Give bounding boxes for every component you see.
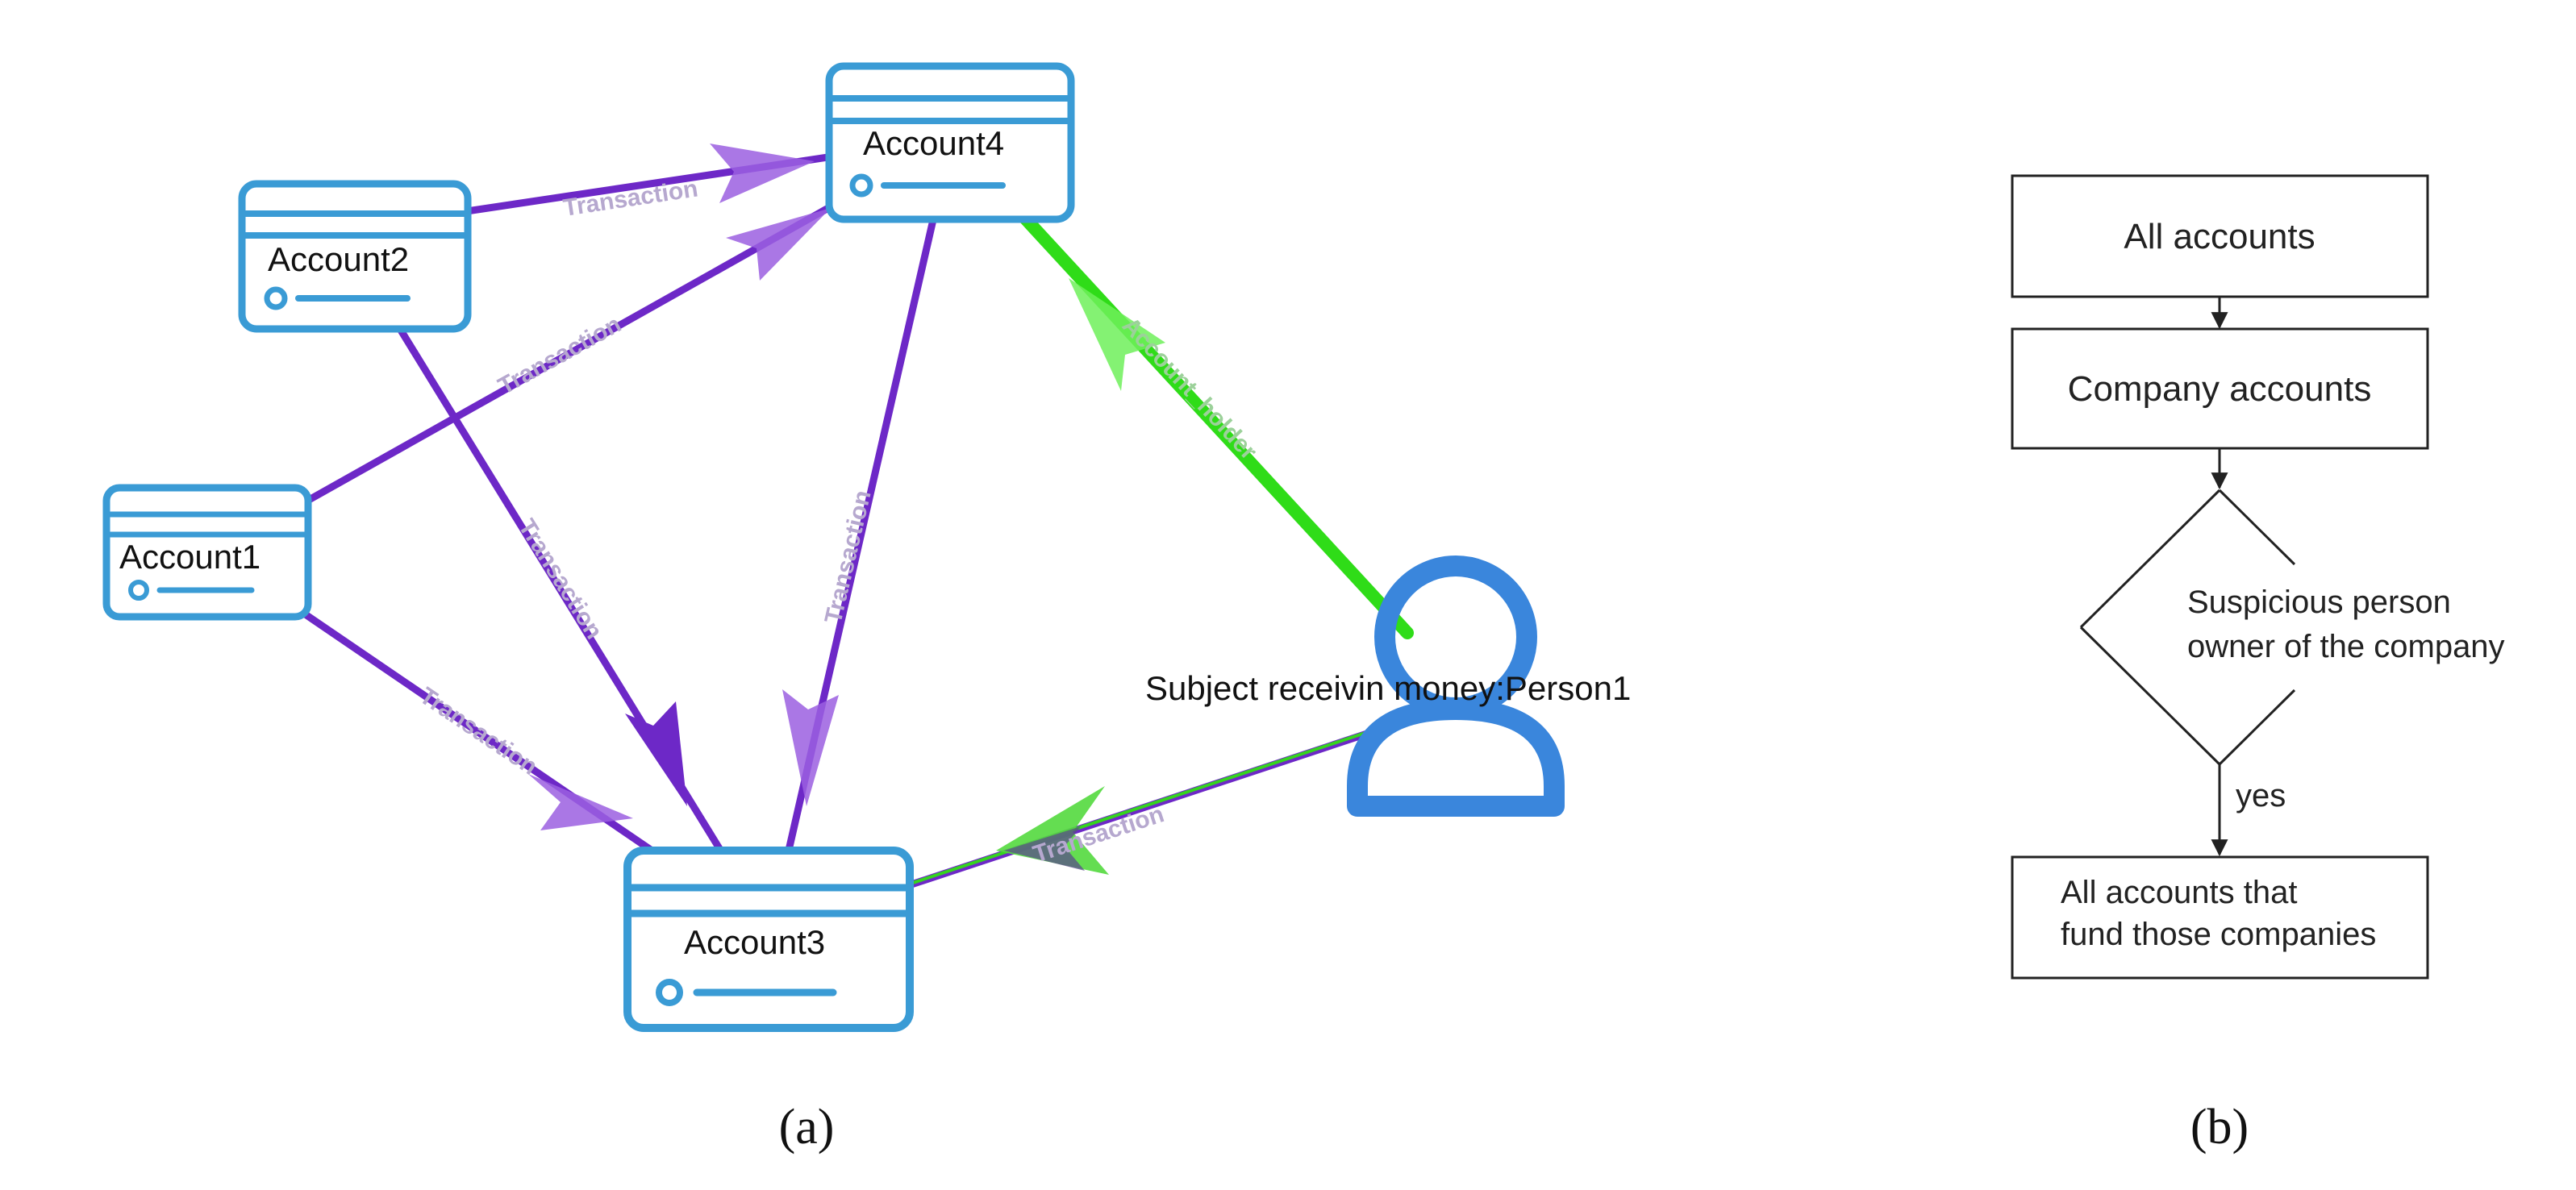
arrowhead-account4-account3: [782, 689, 839, 806]
node-person1[interactable]: Subject receivin money:Person1: [1145, 555, 1631, 817]
arrowheads: [528, 144, 1165, 875]
account-holder-edge: [773, 132, 1414, 930]
arrowhead-account2-account3: [625, 701, 687, 806]
edge-account4-account3[interactable]: [766, 135, 956, 935]
decision-diamond[interactable]: [2079, 489, 2296, 766]
edge-label-account1-account3: Transaction: [415, 682, 542, 780]
caption-a: (a): [779, 1100, 835, 1155]
arrowhead-person-account4: [1069, 278, 1165, 391]
edge-label-account1-account4: Transaction: [494, 311, 625, 400]
caption-b: (b): [2190, 1100, 2249, 1155]
box-funding-accounts-line1: All accounts that: [2061, 875, 2298, 910]
box-funding-accounts-line2: fund those companies: [2061, 917, 2376, 952]
node-account2[interactable]: Account2: [238, 180, 472, 333]
node-label-account1: Account1: [119, 538, 261, 576]
edge-label-account2-account3: Transaction: [513, 514, 607, 643]
box-all-accounts-label: All accounts: [2124, 217, 2315, 256]
person-icon: [1347, 555, 1565, 817]
arrowhead-account2-account4: [710, 144, 815, 203]
box-company-accounts-label: Company accounts: [2068, 369, 2372, 409]
box-funding-accounts[interactable]: [2011, 855, 2429, 980]
arrowhead-account1-account4: [726, 208, 831, 281]
box-company-accounts[interactable]: [2011, 327, 2429, 450]
edge-account2-account3[interactable]: [355, 258, 774, 935]
panel-b: All accounts Company accounts Suspicious…: [2011, 174, 2505, 1155]
arrowhead-account1-account3: [528, 774, 633, 830]
decision-label-line2: owner of the company: [2187, 629, 2505, 664]
node-account3[interactable]: Account3: [623, 847, 914, 1032]
node-label-person1: Subject receivin money:Person1: [1145, 669, 1631, 707]
edge-labels: Transaction Transaction Transaction Tran…: [415, 175, 1262, 868]
edge-label-account4-account3: Transaction: [820, 488, 877, 626]
decision-label-line1: Suspicious person: [2187, 585, 2451, 620]
box-all-accounts[interactable]: [2011, 174, 2429, 298]
edge-label-account2-account4: Transaction: [561, 175, 699, 222]
node-account1[interactable]: Account1: [102, 484, 312, 621]
arrowhead-person-account3-dark: [1004, 826, 1085, 871]
node-account4[interactable]: Account4: [825, 62, 1075, 223]
node-label-account3: Account3: [684, 923, 825, 961]
node-label-account4: Account4: [863, 124, 1004, 162]
node-label-account2: Account2: [268, 240, 409, 278]
edge-label-person-account4: Account_holder: [1117, 312, 1262, 465]
yes-label: yes: [2236, 778, 2286, 813]
panel-a: Transaction Transaction Transaction Tran…: [102, 62, 1631, 1155]
